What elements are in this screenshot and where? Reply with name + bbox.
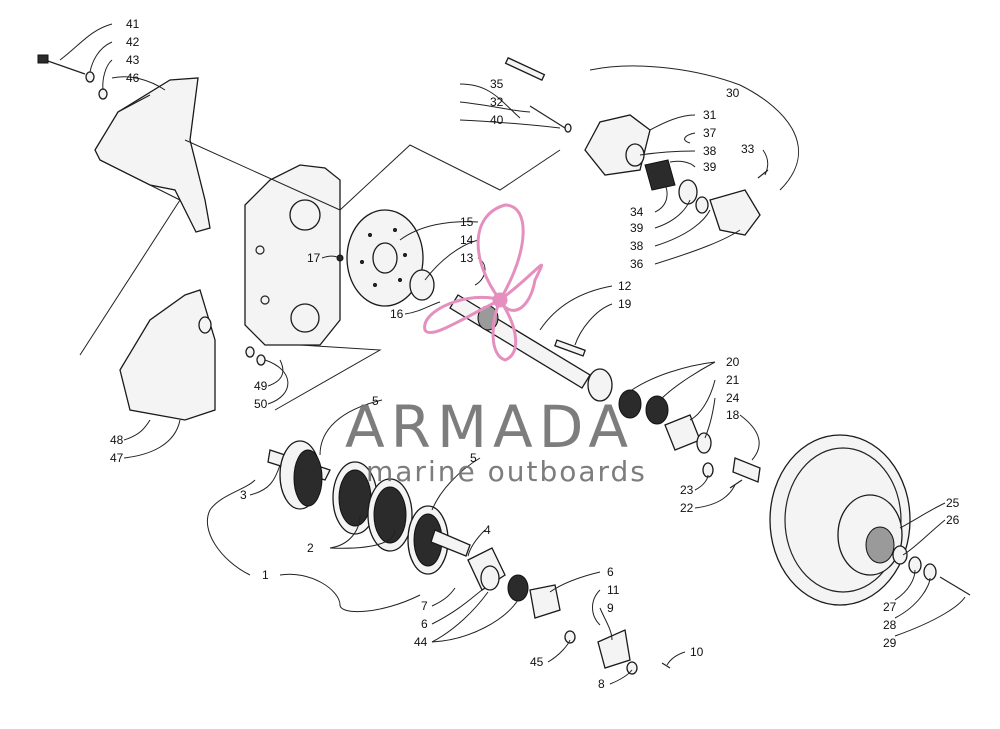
propeller-logo: [423, 203, 544, 362]
callout-34: 34: [630, 205, 644, 219]
callout-2: 2: [307, 541, 314, 555]
chaincase-housing: [244, 164, 344, 346]
callout-39-lower: 39: [630, 221, 644, 235]
watermark-subtitle: marine outboards: [366, 455, 647, 488]
callout-6-left: 6: [421, 617, 428, 631]
callout-44: 44: [414, 635, 428, 649]
brake-disc: [346, 209, 424, 307]
callout-45: 45: [530, 655, 544, 669]
bearing-housing: [467, 547, 671, 675]
callout-8: 8: [598, 677, 605, 691]
callout-4: 4: [484, 523, 491, 537]
callout-3: 3: [240, 488, 247, 502]
callout-19: 19: [618, 297, 632, 311]
callout-48: 48: [110, 433, 124, 447]
callout-43: 43: [126, 53, 140, 67]
callout-22: 22: [680, 501, 694, 515]
washer-23: [702, 462, 714, 478]
callout-33: 33: [741, 142, 755, 156]
callout-29: 29: [883, 636, 897, 650]
callout-5-upper: 5: [372, 394, 379, 408]
callout-35: 35: [490, 77, 504, 91]
callout-30: 30: [726, 86, 740, 100]
callout-38-lower: 38: [630, 239, 644, 253]
callout-49: 49: [254, 379, 268, 393]
callout-1: 1: [262, 568, 269, 582]
callout-9: 9: [607, 601, 614, 615]
brake-hub: [409, 269, 435, 301]
bolt-41: [37, 54, 108, 100]
callout-11: 11: [607, 583, 620, 597]
callout-47: 47: [110, 451, 124, 465]
callout-38-upper: 38: [703, 144, 717, 158]
callout-14: 14: [460, 233, 474, 247]
watermark-title: ARMADA: [345, 393, 634, 461]
drive-sprockets: [267, 440, 471, 575]
leader-lines: [59, 23, 966, 685]
callout-40: 40: [490, 113, 504, 127]
large-drive-wheel: [769, 434, 971, 606]
callout-12: 12: [618, 279, 632, 293]
callout-23: 23: [680, 483, 694, 497]
bearing-stack: [587, 368, 712, 454]
callout-50: 50: [254, 397, 268, 411]
callout-18: 18: [726, 408, 740, 422]
callout-39-upper: 39: [703, 160, 717, 174]
chaincase-guard: [94, 77, 211, 233]
callout-27: 27: [883, 600, 897, 614]
callout-5-lower: 5: [470, 451, 477, 465]
lower-guard: [119, 289, 266, 421]
callout-17: 17: [307, 251, 321, 265]
armada-watermark: ARMADA marine outboards: [345, 203, 647, 488]
callout-labels: 41 42 43 46 35 32 40 30 31 37 38 39 33 3…: [110, 17, 960, 691]
callout-42: 42: [126, 35, 140, 49]
callout-25: 25: [946, 496, 960, 510]
callout-15: 15: [460, 215, 474, 229]
callout-10: 10: [690, 645, 704, 659]
callout-41: 41: [126, 17, 140, 31]
callout-6-right: 6: [607, 565, 614, 579]
spacer-18: [732, 457, 761, 483]
callout-26: 26: [946, 513, 960, 527]
callout-28: 28: [883, 618, 897, 632]
callout-46: 46: [126, 71, 140, 85]
callout-21: 21: [726, 373, 740, 387]
callout-36: 36: [630, 257, 644, 271]
brake-caliper: [504, 56, 769, 236]
callout-32: 32: [490, 95, 504, 109]
callout-7: 7: [421, 599, 428, 613]
callout-24: 24: [726, 391, 740, 405]
key-19: [554, 339, 586, 357]
callout-16: 16: [390, 307, 404, 321]
callout-31: 31: [703, 108, 717, 122]
callout-20: 20: [726, 355, 740, 369]
callout-37: 37: [703, 126, 717, 140]
callout-13: 13: [460, 251, 474, 265]
